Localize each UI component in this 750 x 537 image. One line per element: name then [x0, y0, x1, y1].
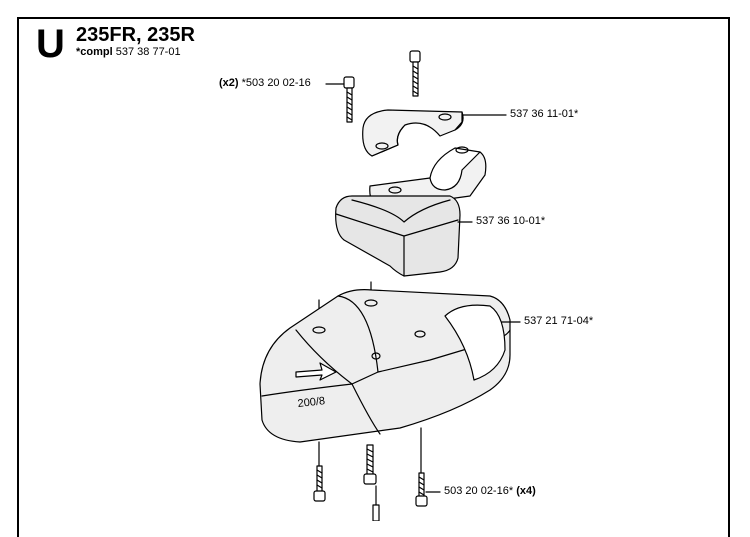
bottom-screw-label: 503 20 02-16* (x4) — [444, 486, 536, 497]
bottom-screw-qty: (x4) — [516, 485, 536, 497]
guard-label: 537 21 71-04* — [524, 315, 594, 327]
bottom-screw-1 — [313, 465, 326, 502]
upper-clamp — [362, 109, 464, 157]
bottom-screw-2 — [363, 444, 380, 521]
section-letter: U — [36, 22, 65, 66]
upper-clamp-label: 537 36 11-01* — [510, 108, 579, 120]
top-screw-number: *503 20 02-16 — [241, 77, 311, 89]
top-screw-right — [409, 50, 421, 97]
diagram-frame — [17, 17, 730, 537]
compl-number: 537 38 77-01 — [115, 46, 181, 58]
clamp-housing — [335, 195, 461, 277]
exploded-parts-drawing: 200/8 — [259, 50, 521, 521]
compl-prefix: *compl — [76, 46, 113, 58]
bottom-screw-3 — [415, 472, 428, 507]
bottom-screw-number: 503 20 02-16* — [444, 485, 514, 497]
trimmer-guard — [259, 289, 511, 443]
complete-part-number: *compl 537 38 77-01 — [76, 47, 181, 58]
top-screw-qty: (x2) — [219, 77, 239, 89]
guard-embossed-text: 200/8 — [297, 395, 326, 410]
top-screw-left — [343, 76, 355, 123]
top-screw-label: (x2) *503 20 02-16 — [219, 78, 311, 89]
model-title: 235FR, 235R — [76, 24, 195, 46]
clamp-housing-label: 537 36 10-01* — [476, 215, 546, 227]
